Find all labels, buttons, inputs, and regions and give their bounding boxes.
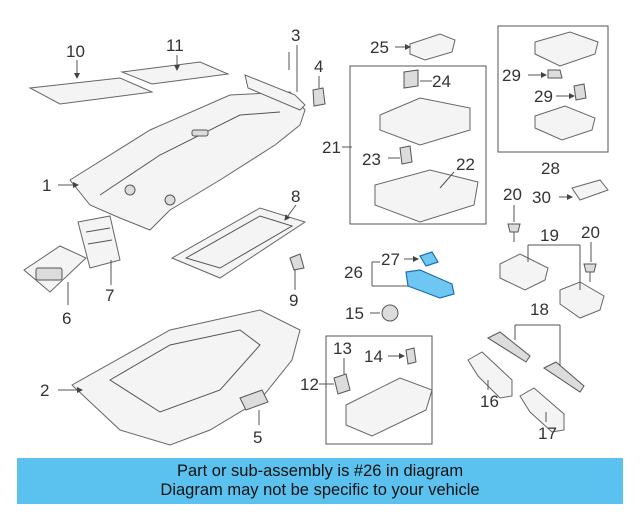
part-25-lamp <box>409 33 456 61</box>
part-18-handle <box>486 331 585 393</box>
group-12-box <box>325 335 433 445</box>
part-11-panel <box>120 61 230 85</box>
callout-18: 18 <box>530 300 549 319</box>
callout-16: 16 <box>480 392 499 411</box>
part-26-assembly-highlighted <box>371 251 455 299</box>
callout-21: 21 <box>322 138 341 157</box>
part-15-clip <box>381 304 399 322</box>
callout-27: 27 <box>381 250 400 269</box>
callout-29-bottom: 29 <box>534 87 553 106</box>
part-20-screw-right <box>583 263 597 282</box>
callout-labels: 10 11 3 4 1 8 9 7 6 2 5 25 24 21 23 22 2… <box>40 26 600 447</box>
callout-8: 8 <box>291 187 300 206</box>
part-9-clip <box>289 253 305 271</box>
callout-3: 3 <box>291 26 300 45</box>
info-banner: Part or sub-assembly is #26 in diagram D… <box>17 458 623 504</box>
banner-line-2: Diagram may not be specific to your vehi… <box>160 481 480 499</box>
part-30-lamp <box>571 179 609 201</box>
part-1-headliner <box>69 91 306 231</box>
callout-15: 15 <box>345 304 364 323</box>
callout-2: 2 <box>40 381 49 400</box>
callout-4: 4 <box>314 57 323 76</box>
callout-9: 9 <box>289 291 298 310</box>
callout-1: 1 <box>42 176 51 195</box>
part-7-bracket <box>77 215 121 269</box>
part-8-frame <box>170 207 307 279</box>
callout-12: 12 <box>300 375 319 394</box>
callout-7: 7 <box>105 286 114 305</box>
callout-23: 23 <box>362 150 381 169</box>
callout-19: 19 <box>540 226 559 245</box>
group-28-box <box>497 25 609 153</box>
callout-11: 11 <box>166 36 184 55</box>
part-10-panel <box>28 77 154 105</box>
callout-22: 22 <box>456 155 475 174</box>
callout-20-left: 20 <box>503 185 522 204</box>
callout-29-top: 29 <box>502 66 521 85</box>
part-5-cover <box>239 389 269 411</box>
callout-5: 5 <box>253 428 262 447</box>
callout-13: 13 <box>333 339 352 358</box>
part-6-bracket <box>23 245 87 293</box>
part-3-rail <box>244 74 306 111</box>
callout-17: 17 <box>538 424 557 443</box>
callout-6: 6 <box>62 309 71 328</box>
group-21-box <box>349 65 487 225</box>
callout-30: 30 <box>532 188 551 207</box>
banner-line-1: Part or sub-assembly is #26 in diagram <box>176 462 464 480</box>
part-19-bracket <box>499 253 605 319</box>
part-20-screw-left <box>507 223 521 242</box>
leader-lines <box>58 44 592 425</box>
callout-25: 25 <box>370 38 389 57</box>
callout-28: 28 <box>541 159 560 178</box>
part-4-clip <box>312 87 326 107</box>
part-16-handle <box>467 351 513 399</box>
callout-20-right: 20 <box>581 223 600 242</box>
part-2-headliner <box>71 309 301 446</box>
callout-26: 26 <box>344 263 363 282</box>
callout-24: 24 <box>432 72 451 91</box>
part-17-handle <box>519 387 565 433</box>
callout-14: 14 <box>364 347 383 366</box>
callout-10: 10 <box>66 42 85 61</box>
